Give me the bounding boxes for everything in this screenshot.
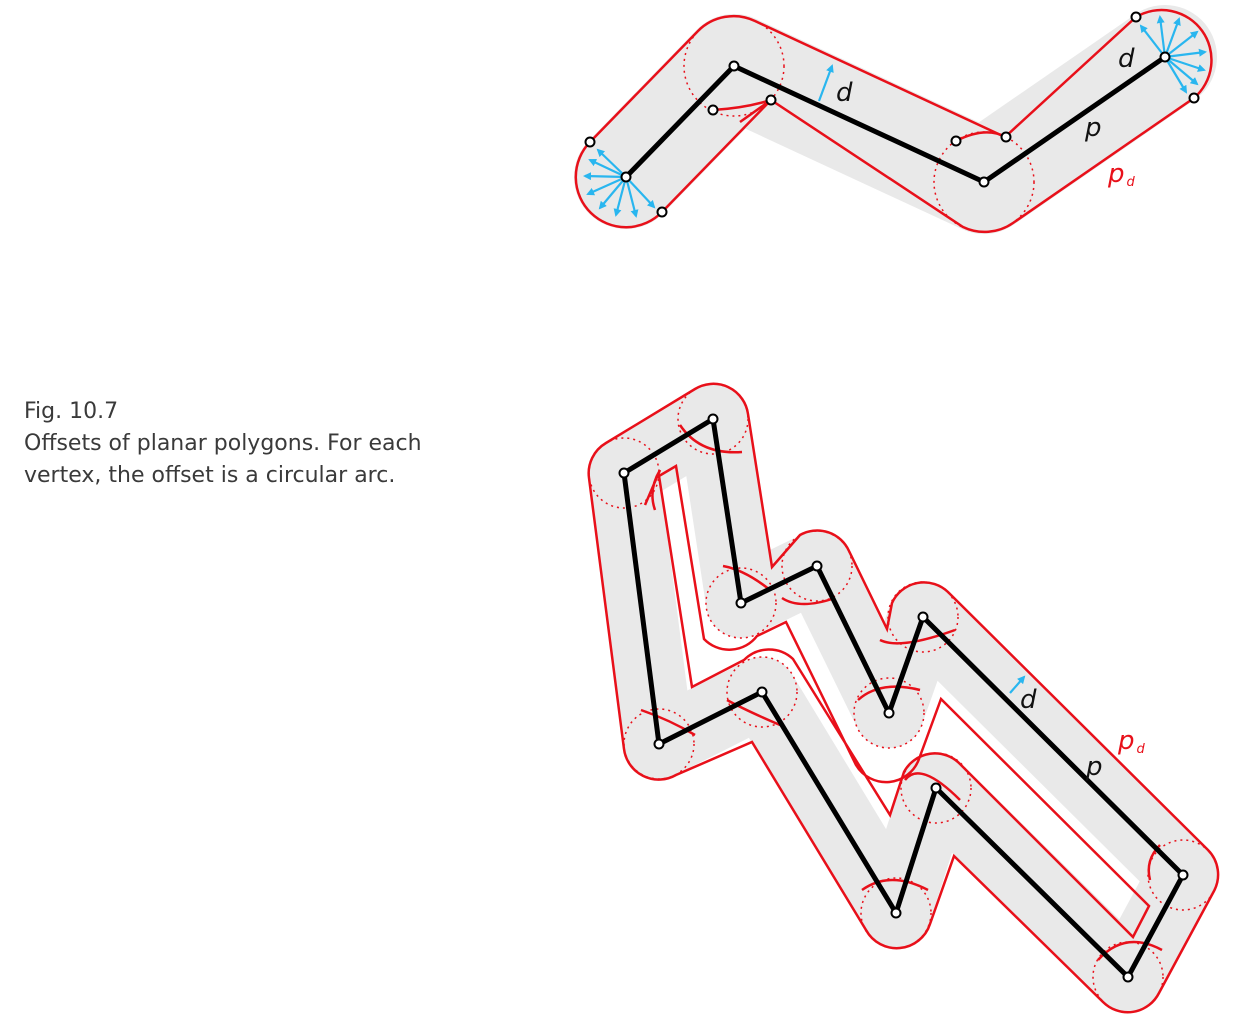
endpoint-normal-fan-right [1139,15,1207,94]
endpoint-normal-fan-left [583,148,656,218]
label-d: d [836,78,853,108]
label-pd-main: p [1107,159,1125,189]
label-pd-sub: d [1137,742,1146,757]
caption-line-2: vertex, the offset is a circular arc. [24,463,396,488]
offset-outline-inner [657,463,1151,940]
polygon-vertices [618,413,1189,983]
offset-distance-arrow [817,64,834,102]
label-pd-main: p [1117,726,1135,756]
figure-caption: Fig. 10.7 Offsets of planar polygons. Fo… [24,396,484,492]
label-pd-sub: d [1127,175,1136,190]
polygon-vertices [584,11,1200,218]
label-p: p [1084,113,1102,143]
offset-distance-arrow [1009,675,1026,694]
caption-line-1: Offsets of planar polygons. For each [24,431,422,456]
label-d: d [1020,685,1037,715]
figure-number: Fig. 10.7 [24,399,119,424]
polygon-p [624,54,1167,185]
label-p: p [1085,752,1103,782]
offset-outline-outer [587,382,1220,1014]
label-d: d [1118,44,1135,74]
